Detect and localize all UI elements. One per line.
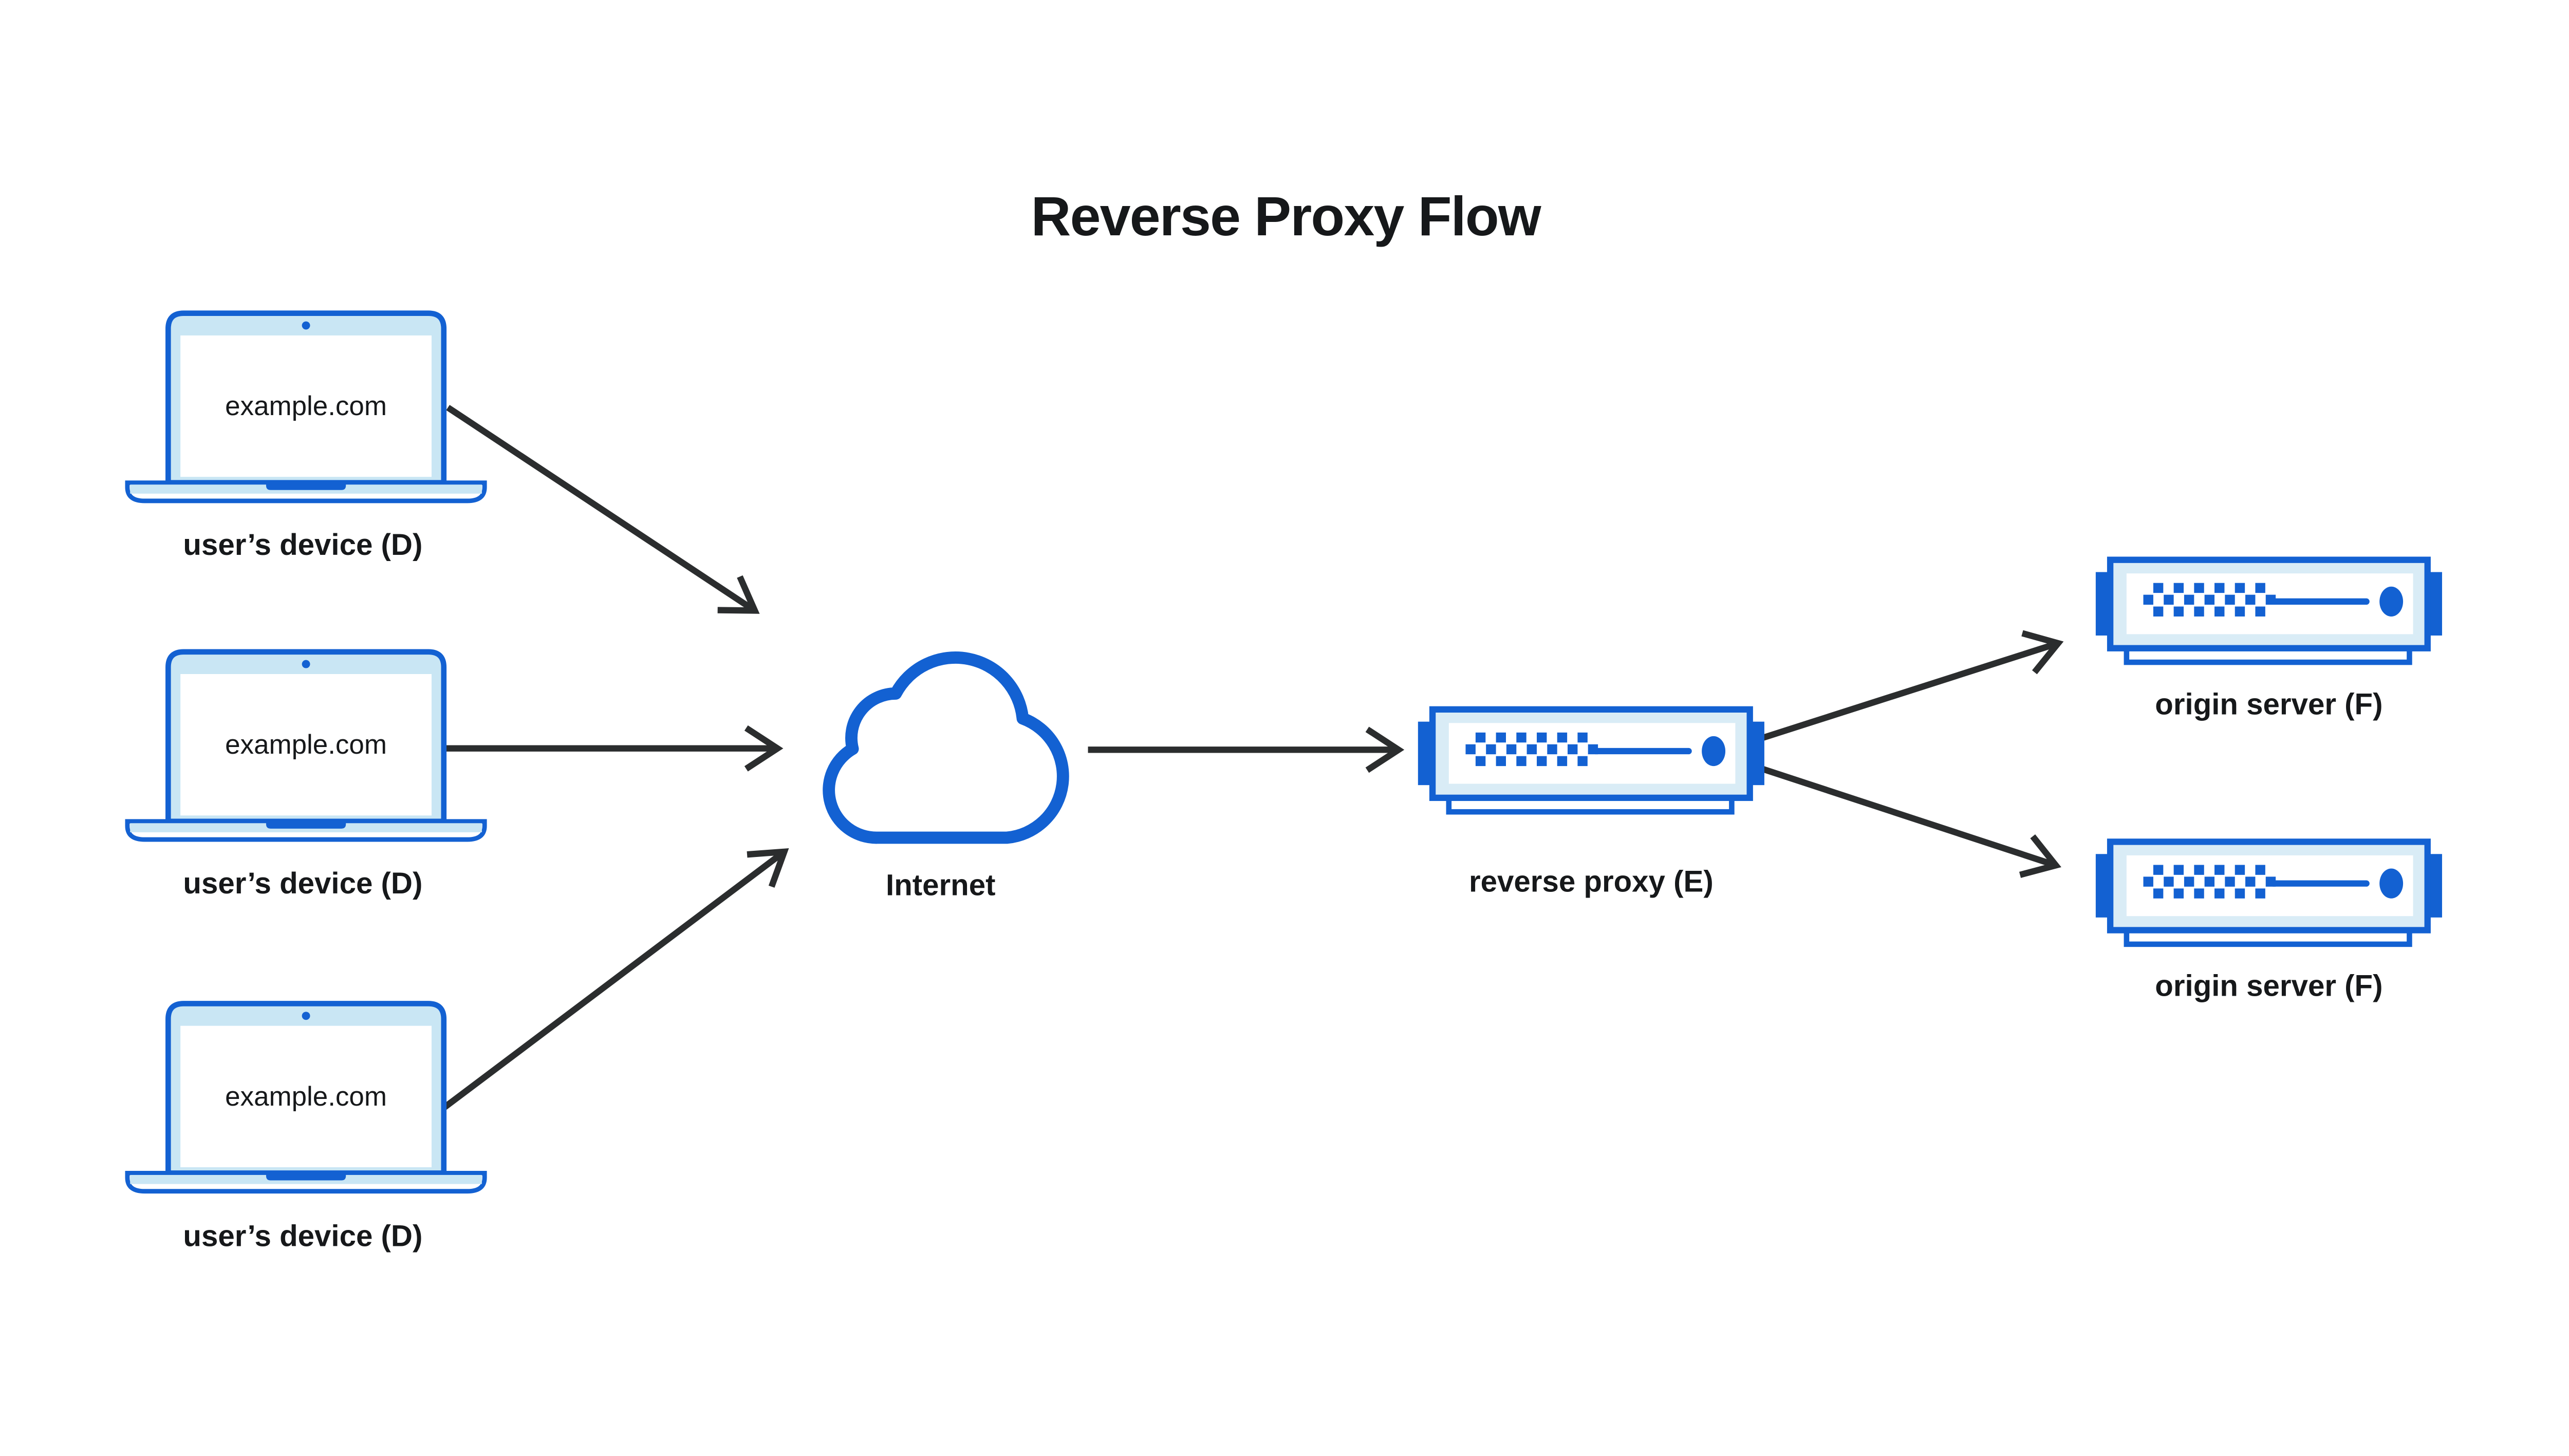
server-icon	[2096, 842, 2442, 944]
device-screen-label: example.com	[225, 391, 387, 421]
reverse-proxy-node: reverse proxy (E)	[1418, 710, 1764, 899]
internet-label: Internet	[886, 869, 996, 902]
origin-server-node-1: origin server (F)	[2096, 560, 2442, 721]
device-screen-label: example.com	[225, 1081, 387, 1112]
device-caption: user’s device (D)	[183, 1220, 422, 1253]
arrow-internet-to-proxy	[1088, 726, 1405, 773]
origin-server-node-2: origin server (F)	[2096, 842, 2442, 1003]
device-caption: user’s device (D)	[183, 867, 422, 900]
reverse-proxy-label: reverse proxy (E)	[1469, 865, 1714, 899]
page-title: Reverse Proxy Flow	[1031, 185, 1541, 247]
origin-server-label: origin server (F)	[2155, 969, 2382, 1003]
server-icon	[1418, 710, 1764, 812]
device-screen-label: example.com	[225, 730, 387, 760]
arrow-proxy-to-origin1	[1757, 630, 2064, 742]
user-device-node-2: example.com user’s device (D)	[127, 652, 485, 900]
internet-node: Internet	[823, 651, 1069, 902]
flow-arrows	[436, 405, 2064, 1111]
server-icon	[2096, 560, 2442, 662]
cloud-icon	[823, 651, 1069, 844]
arrow-device1-to-internet	[446, 405, 760, 614]
arrow-device3-to-internet	[442, 848, 789, 1111]
device-caption: user’s device (D)	[183, 528, 422, 562]
arrow-device2-to-internet	[436, 725, 784, 772]
origin-server-label: origin server (F)	[2155, 688, 2382, 721]
arrow-proxy-to-origin2	[1757, 764, 2061, 878]
user-device-node-3: example.com user’s device (D)	[127, 1003, 485, 1253]
user-device-node-1: example.com user’s device (D)	[127, 313, 485, 562]
